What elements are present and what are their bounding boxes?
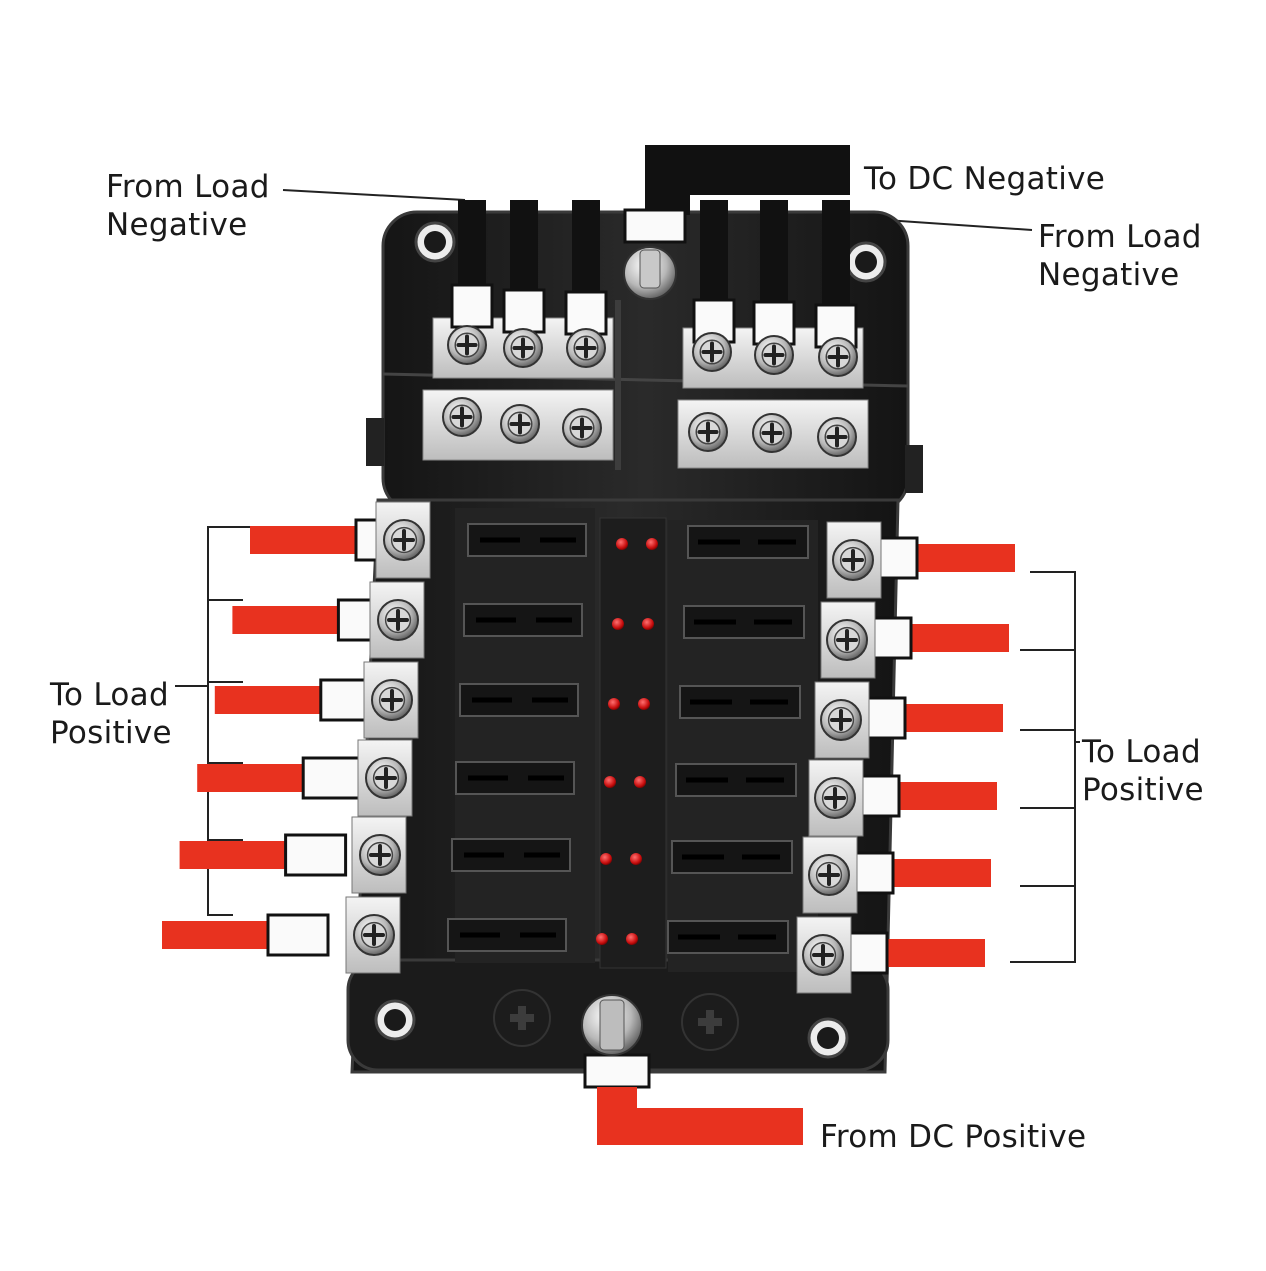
dc-positive-wire [597,1087,803,1145]
mounting-hole-core [384,1009,406,1031]
screw-icon [566,328,606,368]
screw-icon [353,914,395,956]
fuse-column-right [668,520,818,972]
positive-wire-right [881,859,991,887]
screw-icon [562,408,602,448]
led-indicator-icon [630,853,642,865]
label-from-load-negative-right: From Load Negative [1038,219,1202,293]
screw-icon [503,328,543,368]
label-to-dc-negative: To DC Negative [864,161,1106,197]
side-tab-left [366,418,384,466]
stud-bolt [639,249,661,289]
positive-wire-left [250,526,360,554]
positive-wire-left [232,606,343,634]
label-to-load-positive-left: To Load Positive [50,677,172,751]
led-indicator-icon [600,853,612,865]
positive-wire-right [899,624,1009,652]
led-indicator-icon [616,538,628,550]
led-indicator-icon [596,933,608,945]
screw-icon [377,599,419,641]
label-to-load-positive-right: To Load Positive [1082,734,1204,808]
screw-icon [814,777,856,819]
positive-stud-bolt [599,999,625,1051]
plus-icon-mark [510,1006,534,1030]
screw-icon [808,854,850,896]
dc-negative-ferrule [623,208,687,244]
negative-wire-ferrule [564,290,608,336]
screw-icon [802,934,844,976]
plus-icon-mark [698,1010,722,1034]
led-indicator-icon [626,933,638,945]
screw-icon [383,519,425,561]
screw-icon [447,325,487,365]
mounting-hole-core [817,1027,839,1049]
led-indicator-icon [638,698,650,710]
mounting-hole-core [424,231,446,253]
led-indicator-icon [604,776,616,788]
screw-icon [826,619,868,661]
positive-wire-right [875,939,985,967]
positive-wire-left [179,841,290,869]
led-indicator-icon [612,618,624,630]
positive-wire-right [905,544,1015,572]
screw-icon [365,757,407,799]
negative-wire-ferrule [502,288,546,334]
led-indicator-icon [608,698,620,710]
positive-wire-left [162,921,272,949]
mounting-hole-core [855,251,877,273]
negative-wire [822,200,850,315]
positive-wire-left-ferrule [266,913,330,957]
positive-wire-left [197,764,308,792]
terminals-and-fuses [345,246,882,1056]
positive-wire-left [214,686,325,714]
bracket-to-load-positive-left [207,526,250,916]
led-indicator-icon [634,776,646,788]
screw-icon [820,699,862,741]
positive-wire-right [887,782,997,810]
screw-icon [692,332,732,372]
label-from-load-negative-left: From Load Negative [106,169,270,243]
screw-icon [752,413,792,453]
led-indicator-icon [646,538,658,550]
screw-icon [442,397,482,437]
negative-wire [700,200,728,310]
negative-wire [510,200,538,300]
screw-icon [818,337,858,377]
dc-positive-ferrule [583,1053,651,1089]
bracket-to-load-positive-right [1010,571,1076,963]
screw-icon [359,834,401,876]
screw-icon [817,417,857,457]
negative-wire [572,200,600,302]
positive-wire-left-ferrule [301,756,365,800]
led-indicator-icon [642,618,654,630]
screw-icon [500,404,540,444]
screw-icon [688,412,728,452]
screw-icon [371,679,413,721]
negative-wire [458,200,486,295]
fuse-column-left [455,508,595,963]
positive-wire-left-ferrule [284,833,348,877]
side-tab-right [905,445,923,493]
leader-line-from-load-negative-left [282,189,466,201]
positive-wire-right [893,704,1003,732]
dc-negative-wire [645,145,850,215]
led-strip [599,517,667,969]
screw-icon [754,335,794,375]
negative-wire [760,200,788,312]
label-from-dc-positive: From DC Positive [820,1119,1087,1155]
negative-wire-ferrule [450,283,494,329]
screw-icon [832,539,874,581]
